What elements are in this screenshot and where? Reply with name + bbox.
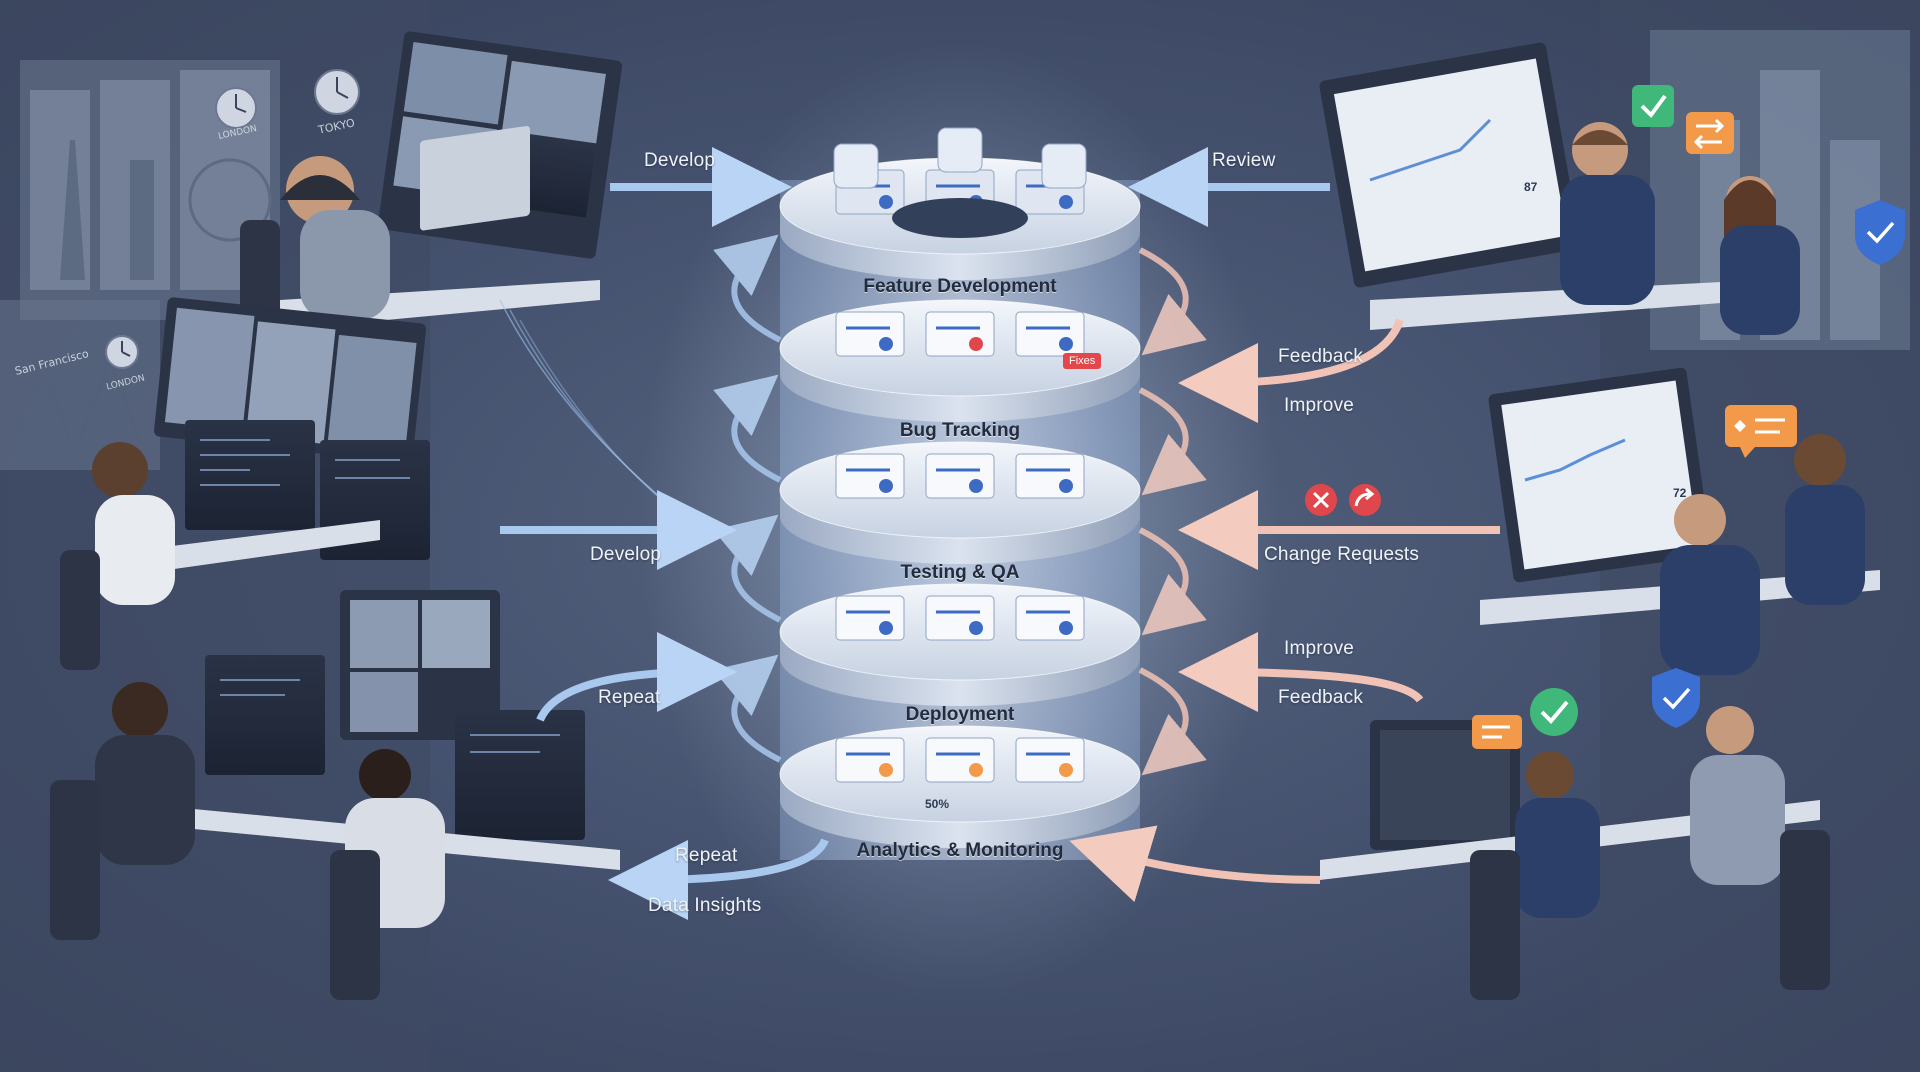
layer-label-analytics-monitoring: Analytics & Monitoring: [856, 840, 1064, 861]
feedback-label: Feedback: [1278, 346, 1364, 367]
layer-disk-analytics-monitoring: [779, 725, 1141, 848]
score-gauge: 87: [1524, 180, 1538, 194]
data-insights-label: Data Insights: [648, 895, 762, 916]
shield-check-icon: [1652, 668, 1700, 728]
fixes-badge: Fixes: [1063, 353, 1102, 369]
feedback-label: Feedback: [1278, 687, 1364, 708]
shield-check-icon: [1855, 200, 1905, 265]
develop-label: Develop: [590, 544, 662, 565]
right-team-workspace: [1319, 42, 1880, 1000]
flow-arrows-right: [1069, 147, 1500, 903]
layer-disk-bug-tracking: [779, 299, 1141, 422]
develop-label: Develop: [644, 150, 716, 171]
check-circle-icon: [1530, 688, 1578, 736]
score-gauge: 72: [1673, 486, 1687, 500]
analytics-percent: 50%: [925, 797, 950, 811]
layer-card-icon: [835, 595, 905, 641]
layer-label-deployment: Deployment: [905, 704, 1015, 725]
reject-icon: [1305, 484, 1337, 516]
layer-card-icon: [925, 737, 995, 783]
layer-label-testing-qa: Testing & QA: [900, 562, 1020, 583]
repeat-label: Repeat: [675, 845, 738, 866]
left-team-workspace: [50, 31, 701, 1000]
code-icon: [833, 143, 879, 189]
layer-label-bug-tracking: Bug Tracking: [899, 420, 1021, 441]
tool-icons: [833, 127, 1087, 189]
layer-card-icon: [1015, 595, 1085, 641]
layer-disk-deployment: [779, 583, 1141, 706]
layer-card-icon: [835, 311, 905, 357]
layer-card-icon: [835, 737, 905, 783]
layer-card-icon: [925, 595, 995, 641]
layer-card-icon: [1015, 453, 1085, 499]
clock-icon: [105, 335, 139, 369]
cycle-arrows-right: [1138, 247, 1207, 776]
clock-icon: [314, 69, 360, 115]
tower-core-opening: [892, 198, 1028, 238]
improve-label: Improve: [1284, 638, 1355, 659]
message-badge-icon: [1472, 715, 1522, 749]
clock-icon: [215, 87, 257, 129]
layer-card-icon: [1015, 737, 1085, 783]
sliders-icon: [937, 127, 983, 173]
layer-card-icon: [1015, 311, 1085, 357]
flow-arrows-left: [500, 147, 829, 920]
lifecycle-tower: [640, 40, 1280, 1000]
search-icon: [1041, 143, 1087, 189]
check-badge-icon: [1632, 85, 1674, 127]
layer-card-icon: [925, 453, 995, 499]
repeat-label: Repeat: [598, 687, 661, 708]
layer-card-icon: [835, 453, 905, 499]
improve-label: Improve: [1284, 395, 1355, 416]
redo-icon: [1349, 484, 1381, 516]
message-badge-icon: [1725, 405, 1797, 458]
layer-label-feature-development: Feature Development: [863, 276, 1057, 297]
cycle-arrows-left: [713, 234, 782, 763]
change-requests-label: Change Requests: [1264, 544, 1420, 565]
swap-badge-icon: [1686, 112, 1734, 154]
review-label: Review: [1212, 150, 1276, 171]
layer-card-icon: [925, 311, 995, 357]
layer-disk-testing-qa: [779, 441, 1141, 564]
